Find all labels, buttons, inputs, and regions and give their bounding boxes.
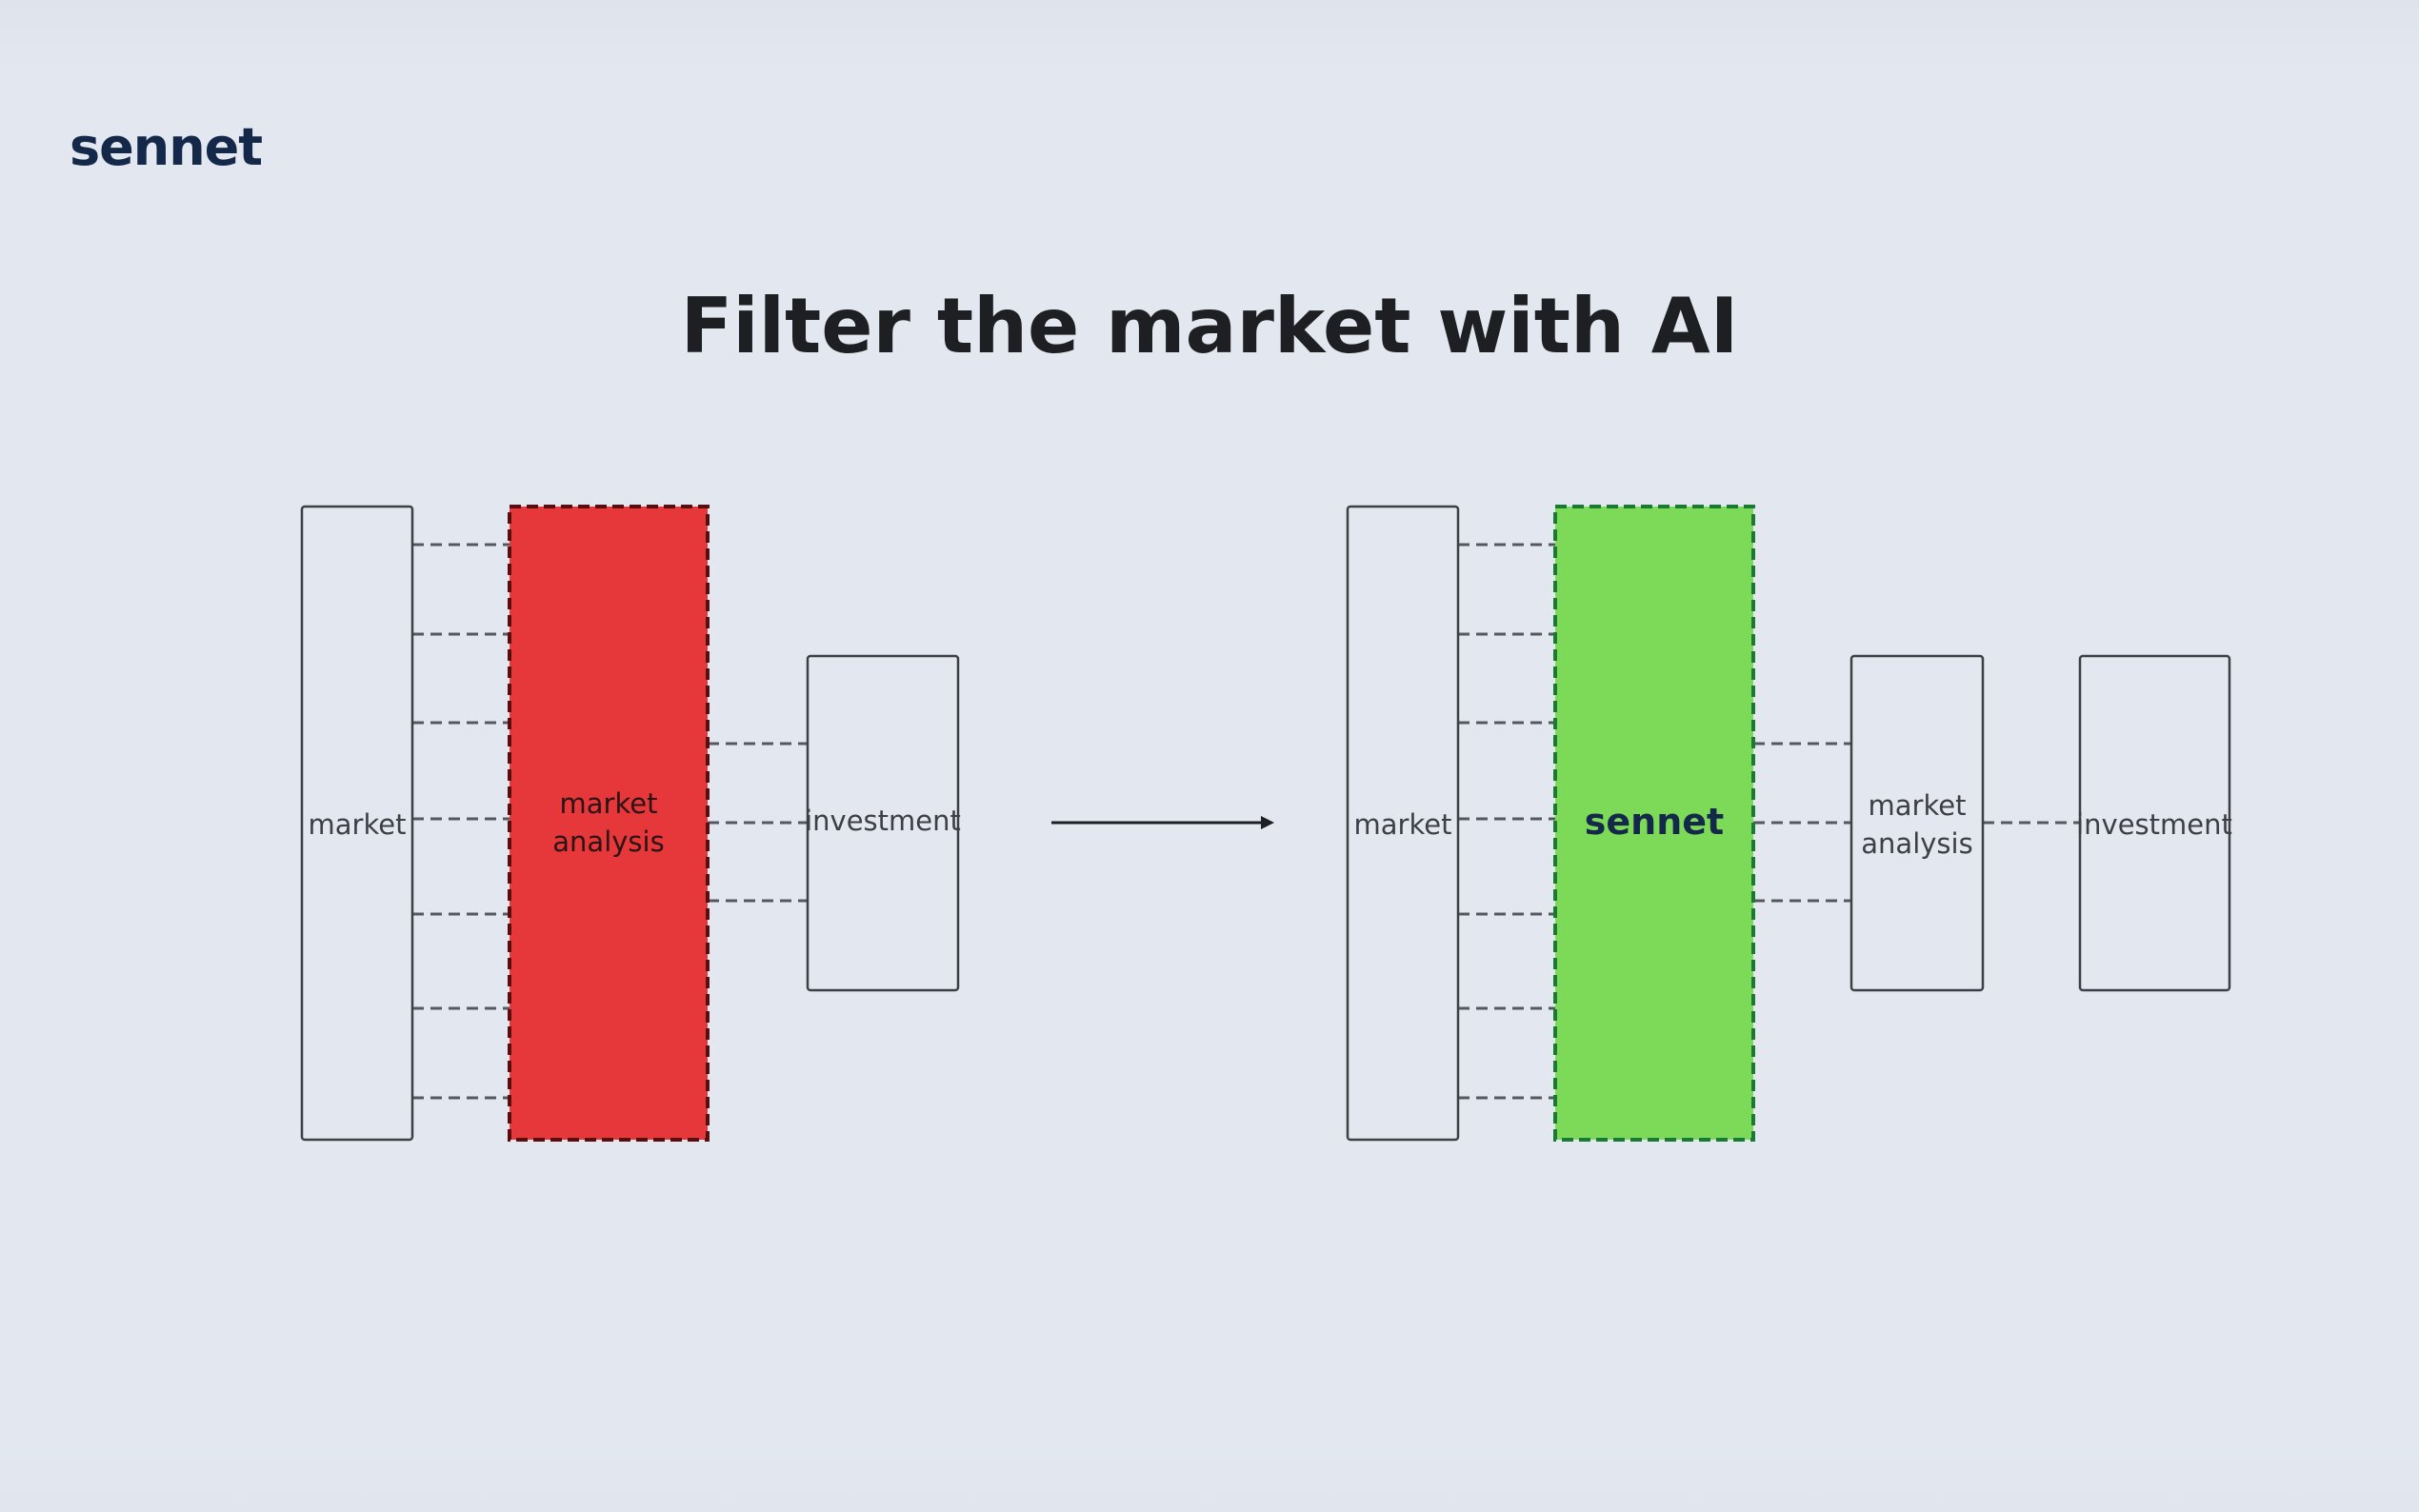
slide-title: Filter the market with AI xyxy=(680,282,1739,370)
after-filter-connectors xyxy=(1753,742,1851,903)
before-investment-label: investment xyxy=(805,805,961,837)
before-market-connectors xyxy=(412,543,510,1100)
before-analysis-connectors xyxy=(708,742,808,903)
after-filter-label: sennet xyxy=(1585,801,1724,843)
after-market-connectors xyxy=(1458,543,1555,1100)
before-market-label: market xyxy=(309,808,407,841)
top-band xyxy=(0,0,2419,76)
after-analysis-box xyxy=(1849,654,1985,992)
before-analysis-label-line1: market xyxy=(560,787,658,820)
after-investment-box xyxy=(2078,654,2231,992)
after-filter-box xyxy=(1553,505,1755,1142)
after-market-box xyxy=(1346,505,1460,1142)
bottom-band xyxy=(0,1436,2419,1512)
after-diagram: market sennet market analysis investment xyxy=(1346,505,2232,1142)
before-investment-box xyxy=(806,654,960,992)
transition-arrow xyxy=(1051,816,1274,829)
after-market-label: market xyxy=(1354,808,1452,841)
arrow-head xyxy=(1261,816,1274,829)
after-analysis-label-line1: market xyxy=(1869,789,1967,822)
before-analysis-label-line2: analysis xyxy=(552,826,664,858)
before-diagram: market market analysis investment xyxy=(300,505,961,1142)
before-market-box xyxy=(300,505,414,1142)
after-analysis-label-line2: analysis xyxy=(1861,827,1972,860)
sennet-logo: sennet xyxy=(70,117,263,177)
after-investment-label: investment xyxy=(2076,808,2232,841)
before-analysis-box xyxy=(508,505,710,1142)
